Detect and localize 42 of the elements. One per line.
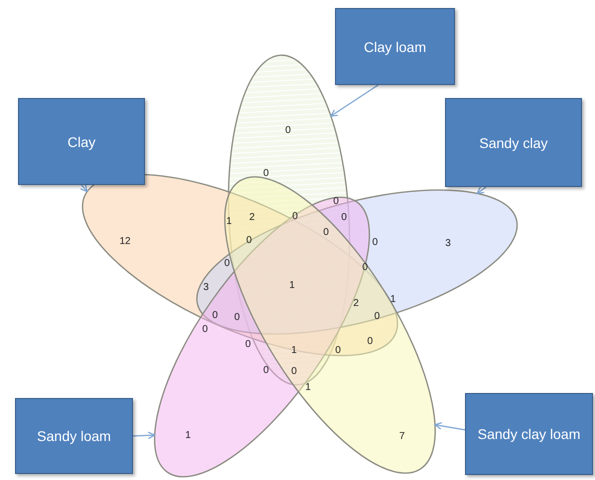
region-count: 1 — [226, 217, 232, 227]
arrow — [476, 186, 486, 194]
region-count: 0 — [362, 263, 368, 273]
region-count: 3 — [203, 283, 209, 293]
region-count: 12 — [119, 237, 131, 247]
region-count: 2 — [353, 299, 359, 309]
label-box: Sandy clay loam — [465, 393, 593, 475]
region-count: 1 — [305, 383, 311, 393]
region-count: 0 — [323, 228, 329, 238]
region-count: 1 — [185, 431, 191, 441]
region-count: 0 — [291, 367, 297, 377]
arrow — [80, 184, 88, 192]
region-count: 7 — [399, 432, 405, 442]
region-count: 1 — [291, 346, 297, 356]
region-count: 0 — [263, 366, 269, 376]
region-count: 0 — [234, 313, 240, 323]
region-count: 0 — [202, 325, 208, 335]
set-ellipse — [224, 176, 436, 474]
region-count: 0 — [292, 212, 298, 222]
region-count: 0 — [246, 236, 252, 246]
label-box: Clay loam — [335, 8, 455, 85]
region-count: 1 — [390, 295, 396, 305]
arrow — [132, 432, 156, 440]
region-count: 2 — [249, 213, 255, 223]
region-count: 0 — [333, 197, 339, 207]
region-count: 0 — [367, 337, 373, 347]
region-count: 0 — [335, 346, 341, 356]
region-count: 1 — [289, 281, 295, 291]
region-count: 3 — [445, 239, 451, 249]
region-count: 0 — [374, 312, 380, 322]
label-box: Sandy loam — [15, 398, 133, 474]
region-count: 0 — [212, 311, 218, 321]
region-count: 0 — [372, 238, 378, 248]
arrow — [434, 422, 466, 430]
label-box: Clay — [18, 98, 145, 185]
label-box: Sandy clay — [445, 98, 582, 187]
arrow — [330, 84, 379, 117]
region-count: 0 — [341, 213, 347, 223]
region-count: 0 — [224, 259, 230, 269]
region-count: 0 — [245, 340, 251, 350]
region-count: 0 — [285, 126, 291, 136]
region-count: 0 — [263, 169, 269, 179]
